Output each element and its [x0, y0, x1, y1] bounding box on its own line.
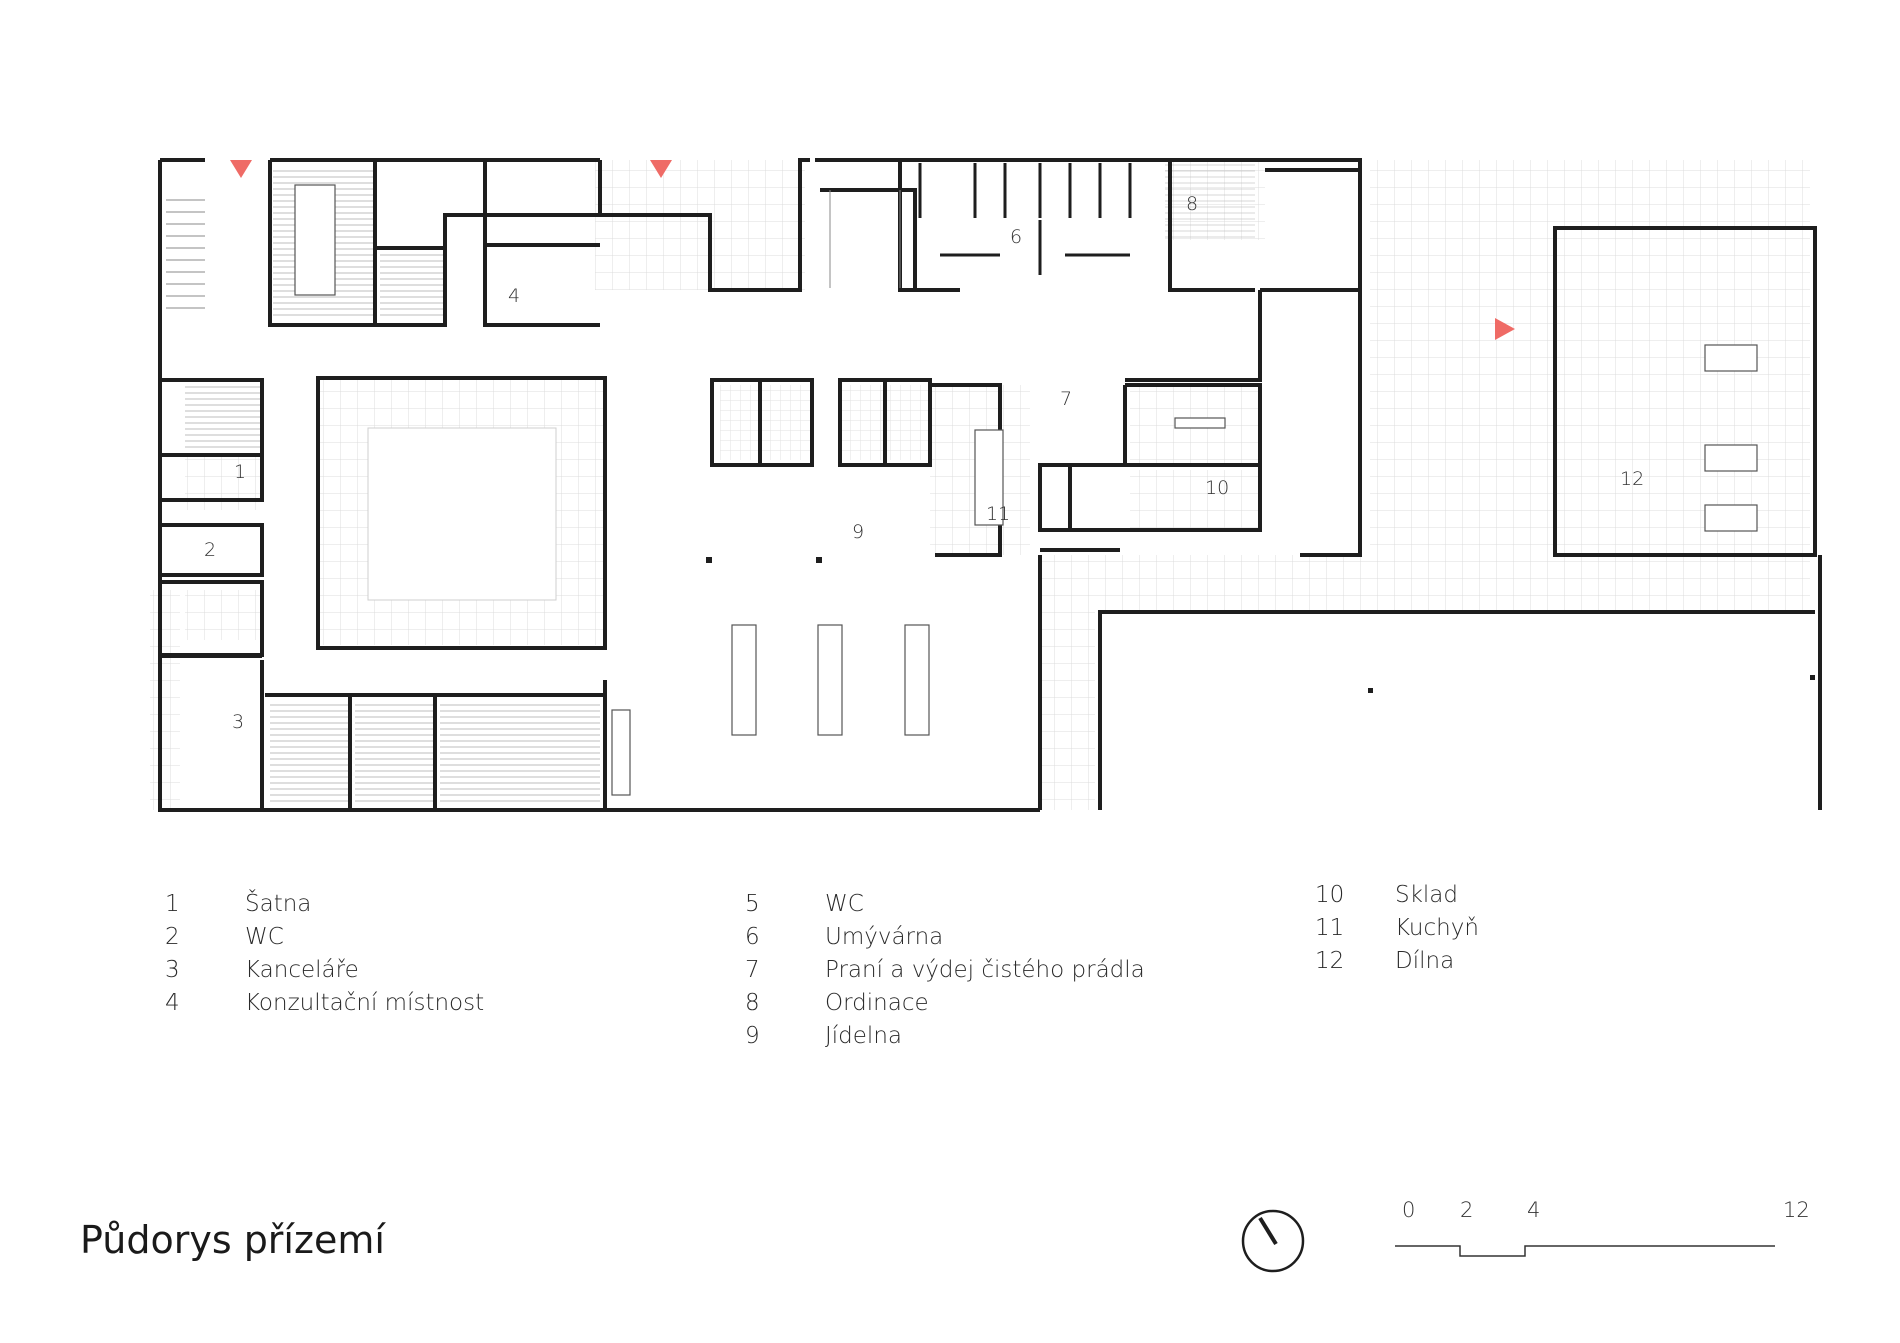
- shower-partitions: [918, 163, 1132, 275]
- north-arrow-icon: [1241, 1209, 1305, 1273]
- scale-tick-label: 12: [1783, 1198, 1810, 1222]
- scale-tick-label: 2: [1460, 1198, 1474, 1222]
- room-label-11: 11: [986, 503, 1010, 525]
- scale-bar: [1395, 1245, 1775, 1257]
- room-label-7: 7: [1060, 388, 1072, 410]
- stair-lines: [166, 190, 901, 309]
- scale-tick-label: 4: [1527, 1198, 1541, 1222]
- scale-tick-label: 0: [1402, 1198, 1416, 1222]
- room-label-9: 9: [852, 521, 864, 543]
- dining-tables: [294, 184, 1758, 796]
- page-title: Půdorys přízemí: [80, 1218, 385, 1262]
- courtyard: [367, 427, 557, 601]
- hatched-rooms: [185, 160, 1255, 802]
- room-label-12: 12: [1620, 468, 1644, 490]
- room-label-3: 3: [232, 711, 244, 733]
- room-label-8: 8: [1186, 193, 1198, 215]
- room-label-1: 1: [234, 461, 246, 483]
- room-label-6: 6: [1010, 226, 1022, 248]
- walls: [158, 158, 1822, 812]
- columns: [706, 557, 1815, 693]
- room-label-10: 10: [1205, 477, 1229, 499]
- room-label-4: 4: [508, 285, 520, 307]
- entrance-triangle-icon: [230, 160, 1515, 340]
- room-label-2: 2: [204, 539, 216, 561]
